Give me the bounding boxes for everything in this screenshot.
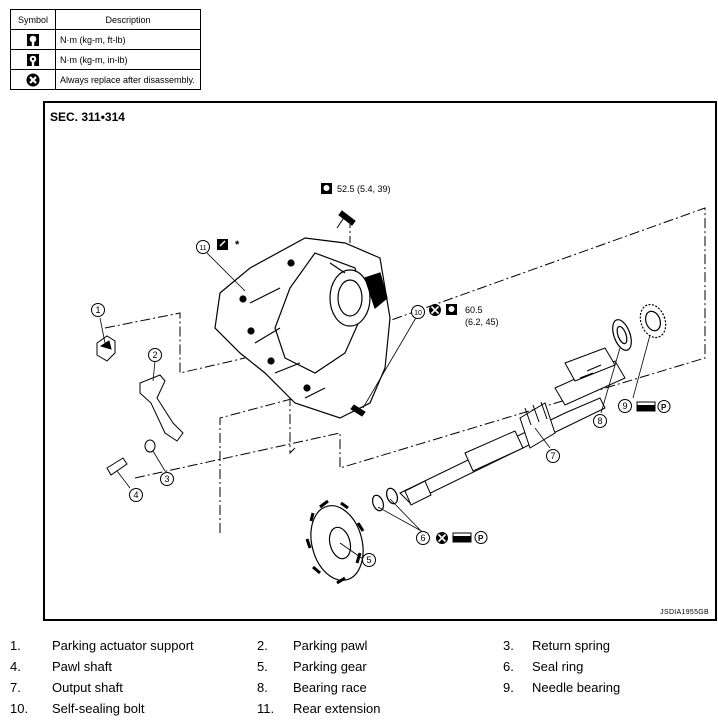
callout-number-10: 10 <box>414 310 422 317</box>
bearing-race <box>612 319 632 351</box>
symbol-legend-table: Symbol Description N·m (kg-m, ft-lb) N·m… <box>10 9 201 90</box>
callout-circle-2 <box>148 348 162 362</box>
centerline-gear <box>219 397 296 533</box>
callout-number-5: 5 <box>366 555 371 565</box>
callout-circle-3 <box>160 472 174 486</box>
output-shaft <box>399 347 626 506</box>
callout-circle-4 <box>129 488 143 502</box>
parking-gear <box>305 499 365 585</box>
legend-row-desc: Always replace after disassembly. <box>55 69 201 90</box>
callout-number-6: 6 <box>420 533 425 543</box>
legend-header-symbol: Symbol <box>10 9 56 30</box>
sealant-icon: * <box>217 239 240 251</box>
exploded-view-figure: SEC. 311•314 <box>43 101 717 621</box>
figure-id: JSDIA1955GB <box>660 609 709 616</box>
callout-number-11: 11 <box>199 245 206 252</box>
bolt-torque-label: 60.5 (6.2, 45) <box>429 304 499 327</box>
torque-value-top: 52.5 (5.4, 39) <box>337 184 391 194</box>
section-title: SEC. 311•314 <box>50 110 125 124</box>
replace-x-icon <box>26 73 40 86</box>
legend-header-description: Description <box>55 9 201 30</box>
parking-pawl <box>139 374 184 442</box>
legend-row-desc: N·m (kg-m, in-lb) <box>55 49 201 70</box>
seal-rings <box>371 487 399 512</box>
pawl-shaft <box>106 457 128 476</box>
torque-wrench-small-icon <box>27 53 39 66</box>
seal-ring-replace-icons: P <box>436 531 488 544</box>
callout-circle-9 <box>618 399 632 413</box>
torque-wrench-icon <box>27 33 39 46</box>
callout-circle-8 <box>593 414 607 428</box>
exploded-view-drawing: 52.5 (5.4, 39) 60.5 (6.2, 45) * P <box>91 183 706 585</box>
callout-circle-6 <box>416 531 430 545</box>
callout-number-9: 9 <box>622 401 627 411</box>
callout-circle-7 <box>546 449 560 463</box>
callout-number-7: 7 <box>550 451 555 461</box>
callout-circle-1 <box>91 303 105 317</box>
top-bolt <box>336 210 356 229</box>
callout-number-8: 8 <box>597 416 602 426</box>
torque-label-top: 52.5 (5.4, 39) <box>321 183 391 194</box>
callout-number-4: 4 <box>133 490 138 500</box>
centerline-pawl <box>104 312 246 374</box>
parking-actuator-support <box>96 335 116 362</box>
centerline-shaft <box>134 207 706 479</box>
torque-value-bolt-paren: (6.2, 45) <box>465 317 499 327</box>
svg-text:P: P <box>478 534 484 543</box>
self-sealing-bolt <box>350 404 366 417</box>
needle-bearing-grease-icons: P <box>636 400 671 413</box>
callout-circle-10 <box>411 305 425 319</box>
torque-value-bolt: 60.5 <box>465 305 483 315</box>
asterisk-mark: * <box>235 239 240 251</box>
callout-circle-5 <box>362 553 376 567</box>
callout-number-2: 2 <box>152 350 157 360</box>
needle-bearing <box>639 303 667 339</box>
callout-number-3: 3 <box>164 474 169 484</box>
legend-row-desc: N·m (kg-m, ft-lb) <box>55 29 201 50</box>
rear-extension-housing <box>214 237 391 419</box>
return-spring <box>144 439 156 453</box>
svg-text:P: P <box>661 403 667 412</box>
callout-circle-11 <box>196 240 210 254</box>
callout-number-1: 1 <box>95 305 100 315</box>
